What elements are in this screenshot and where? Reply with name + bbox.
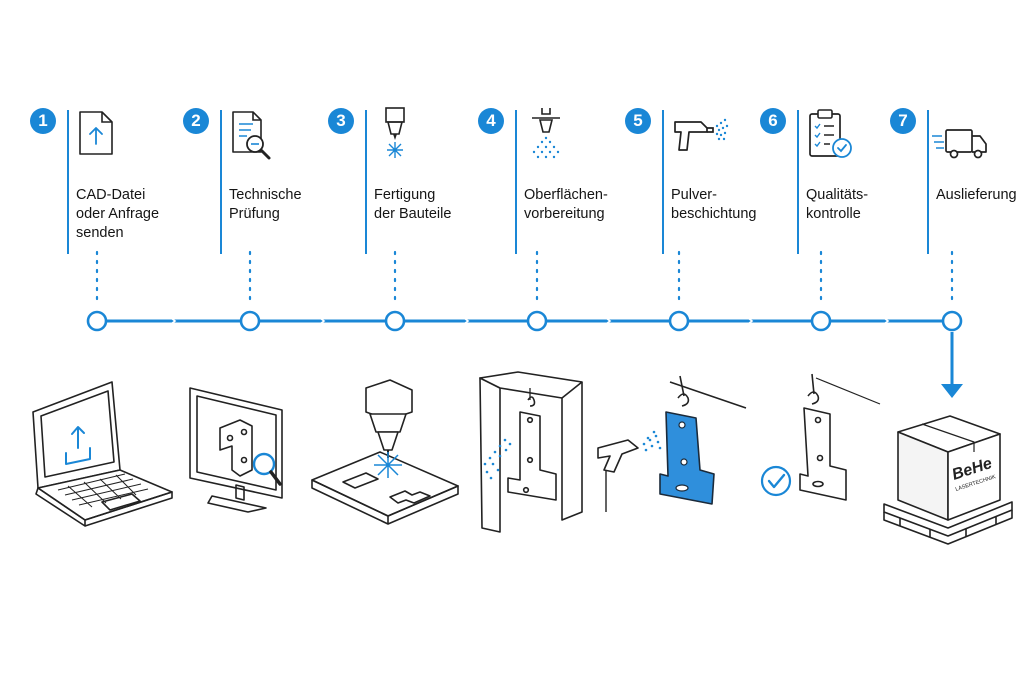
delivery-arrow bbox=[941, 332, 963, 398]
step-label: Oberflächen- vorbereitung bbox=[524, 187, 608, 222]
surface-prep-illustration bbox=[479, 371, 583, 533]
laser-cutting-illustration bbox=[311, 379, 459, 525]
laptop-illustration bbox=[32, 381, 173, 527]
clipboard-check-icon bbox=[809, 109, 852, 158]
step-7: 7 Auslieferung bbox=[890, 106, 1024, 256]
step-number-badge: 6 bbox=[760, 108, 786, 134]
shipping-box-illustration bbox=[883, 415, 1013, 545]
step-divider bbox=[927, 110, 929, 254]
step-number-badge: 5 bbox=[625, 108, 651, 134]
step-divider bbox=[365, 110, 367, 254]
step-number-badge: 1 bbox=[30, 108, 56, 134]
step-divider bbox=[662, 110, 664, 254]
step-label: Qualitäts- kontrolle bbox=[806, 187, 869, 222]
step-label: Auslieferung bbox=[936, 187, 1017, 203]
step-divider bbox=[67, 110, 69, 254]
step-number-badge: 3 bbox=[328, 108, 354, 134]
step-5: 5 Pulver- beschichtung bbox=[625, 106, 765, 256]
powder-coating-illustration bbox=[597, 375, 747, 512]
step-2: 2 Technische Prüfung bbox=[183, 106, 323, 256]
step-1: 1 CAD-Datei oder Anfrage senden bbox=[30, 106, 170, 256]
step-label: Pulver- beschichtung bbox=[671, 187, 757, 222]
step-divider bbox=[797, 110, 799, 254]
step-3: 3 Fertigung der Bauteile bbox=[328, 106, 468, 256]
step-number-badge: 4 bbox=[478, 108, 504, 134]
step-4: 4 Oberflächen- vorbereitung bbox=[478, 106, 618, 256]
document-search-icon bbox=[232, 111, 271, 160]
step-label: CAD-Datei oder Anfrage senden bbox=[76, 187, 160, 241]
step-divider bbox=[515, 110, 517, 254]
step-label: Fertigung der Bauteile bbox=[374, 187, 452, 222]
delivery-truck-icon bbox=[932, 129, 987, 159]
laser-cutter-icon bbox=[385, 107, 405, 158]
timeline-nodes bbox=[86, 310, 963, 332]
step-label: Technische Prüfung bbox=[229, 187, 302, 222]
quality-check-illustration bbox=[760, 373, 881, 501]
timeline-arrowheads bbox=[170, 317, 890, 325]
powder-gun-icon bbox=[674, 118, 729, 151]
step-number-badge: 7 bbox=[890, 108, 916, 134]
step-number-badge: 2 bbox=[183, 108, 209, 134]
step-6: 6 Qualitäts- kontrolle bbox=[760, 106, 900, 256]
dotted-connectors bbox=[95, 250, 954, 308]
step-divider bbox=[220, 110, 222, 254]
spray-nozzle-icon bbox=[532, 108, 560, 159]
monitor-illustration bbox=[189, 387, 283, 513]
file-upload-icon bbox=[79, 111, 113, 155]
